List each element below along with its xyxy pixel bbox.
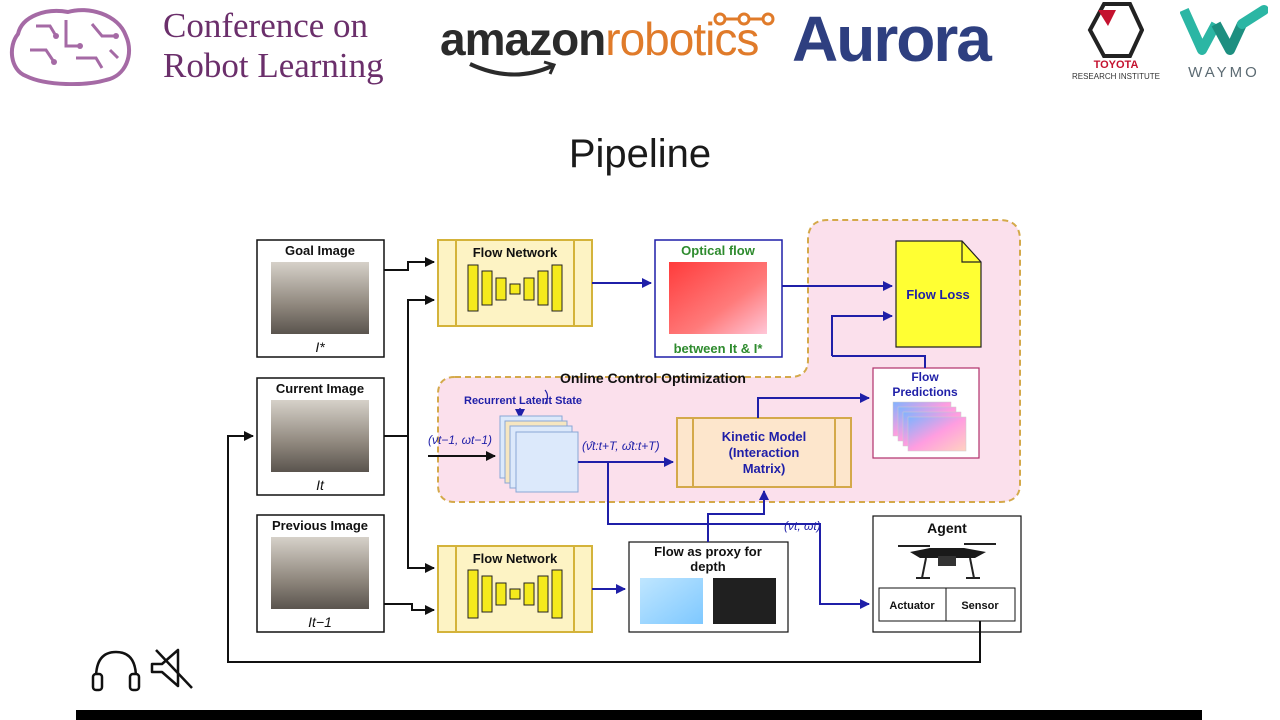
previous-image-title: Previous Image bbox=[272, 518, 368, 533]
conference-name: Conference on Robot Learning bbox=[163, 6, 384, 86]
input-velocity-label: (νt−1, ωt−1) bbox=[428, 433, 492, 447]
toyota-logo-text: TOYOTA RESEARCH INSTITUTE bbox=[1064, 60, 1168, 82]
slide-title: Pipeline bbox=[568, 132, 712, 176]
flow-loss-label: Flow Loss bbox=[906, 287, 970, 302]
blue-connectors bbox=[578, 278, 926, 609]
flow-network-bottom-layers bbox=[467, 569, 563, 619]
flow-network-top-label: Flow Network bbox=[473, 245, 558, 260]
previous-image-photo bbox=[271, 537, 369, 609]
optical-flow-title: Optical flow bbox=[681, 243, 756, 258]
flow-proxy-box: Flow as proxy for depth bbox=[628, 541, 789, 633]
bottom-bar bbox=[76, 710, 1202, 720]
output-velocity-label: (νt, ωt) bbox=[784, 519, 821, 533]
optical-flow-image bbox=[669, 262, 767, 334]
optical-flow-box: Optical flow between It & I* bbox=[654, 239, 783, 358]
kinetic-to-predictions-arrow bbox=[757, 393, 870, 418]
predictions-to-loss-arrow bbox=[831, 311, 893, 356]
previous-image-symbol: It−1 bbox=[308, 614, 332, 630]
previous-to-flownet-arrow bbox=[384, 603, 435, 615]
flow-network-top-layers bbox=[467, 264, 563, 312]
goal-image-title: Goal Image bbox=[285, 243, 355, 258]
brain-logo-icon bbox=[9, 8, 132, 86]
actuator-label: Actuator bbox=[889, 600, 935, 612]
sensor-label: Sensor bbox=[961, 600, 999, 612]
online-control-label: Online Control Optimization bbox=[560, 370, 746, 386]
flow-proxy-line1: Flow as proxy for bbox=[654, 544, 762, 559]
flow-proxy-line2: depth bbox=[690, 559, 725, 574]
flow-network-bottom: Flow Network bbox=[437, 545, 593, 633]
goal-image-symbol: I* bbox=[315, 339, 325, 355]
optical-flow-caption: between It & I* bbox=[674, 341, 764, 356]
robotics-word: robotics bbox=[605, 13, 759, 65]
current-image-title: Current Image bbox=[276, 381, 364, 396]
recurrent-loop bbox=[544, 389, 549, 405]
kinetic-model-line1: Kinetic Model bbox=[722, 429, 807, 444]
previous-image-box: Previous Image It−1 bbox=[256, 514, 385, 633]
toyota-word: TOYOTA bbox=[1093, 59, 1139, 71]
drone-icon bbox=[898, 543, 996, 579]
goal-to-flownet-arrow bbox=[384, 257, 435, 271]
logo-bar: Conference on Robot Learning amazonrobot… bbox=[0, 0, 1280, 90]
toyota-logo-icon bbox=[1087, 2, 1144, 58]
headphones-icon[interactable] bbox=[90, 648, 142, 694]
kinetic-model-box: Kinetic Model (Interaction Matrix) bbox=[676, 417, 852, 488]
flow-loss-box: Flow Loss bbox=[895, 240, 982, 348]
flow-depth-image bbox=[640, 578, 703, 624]
goal-image-box: Goal Image I* bbox=[256, 239, 385, 358]
goal-image-photo bbox=[271, 262, 369, 334]
predicted-velocity-label: (ν̂t:t+T, ω̂t:t+T) bbox=[582, 439, 660, 453]
amazon-smile-icon bbox=[469, 60, 557, 77]
agent-title: Agent bbox=[927, 520, 967, 536]
velocity-to-actuator-arrow bbox=[607, 462, 870, 609]
kinetic-model-line2: (Interaction bbox=[729, 445, 800, 460]
flow-predictions-line1: Flow bbox=[911, 370, 939, 384]
predictions-up-line bbox=[832, 355, 926, 368]
amazon-word: amazon bbox=[440, 13, 606, 65]
current-image-symbol: It bbox=[316, 477, 325, 493]
waymo-logo-icon bbox=[1180, 5, 1268, 55]
aurora-logo: Aurora bbox=[792, 3, 992, 75]
current-to-flownet-top-arrow bbox=[384, 295, 435, 437]
current-image-box: Current Image It bbox=[256, 377, 385, 496]
latent-state-stack bbox=[499, 415, 579, 493]
flow-network-top: Flow Network bbox=[437, 239, 593, 327]
flow-predictions-line2: Predictions bbox=[892, 385, 958, 399]
current-image-photo bbox=[271, 400, 369, 472]
black-connectors bbox=[227, 257, 981, 663]
robotics-nodes-icon bbox=[713, 12, 775, 26]
recurrent-latent-label: Recurrent Latent State bbox=[464, 395, 582, 407]
conference-line2: Robot Learning bbox=[163, 46, 384, 85]
agent-box: Agent Actuator Sensor bbox=[872, 515, 1022, 633]
speaker-mute-icon[interactable] bbox=[148, 644, 196, 692]
kinetic-model-line3: Matrix) bbox=[743, 461, 786, 476]
current-to-flownet-bottom-arrow bbox=[407, 436, 435, 573]
flow-predictions-stack bbox=[892, 401, 967, 452]
amazon-robotics-logo: amazonrobotics bbox=[440, 12, 759, 66]
flow-predictions-box: Flow Predictions bbox=[872, 367, 980, 459]
depth-image bbox=[713, 578, 776, 624]
depth-to-kinetic-arrow bbox=[707, 490, 769, 542]
flow-network-bottom-label: Flow Network bbox=[473, 551, 558, 566]
toyota-sub: RESEARCH INSTITUTE bbox=[1071, 72, 1160, 81]
sensor-feedback-arrow bbox=[227, 431, 981, 663]
conference-line1: Conference on bbox=[163, 6, 369, 45]
waymo-word: WAYMO bbox=[1188, 64, 1260, 81]
